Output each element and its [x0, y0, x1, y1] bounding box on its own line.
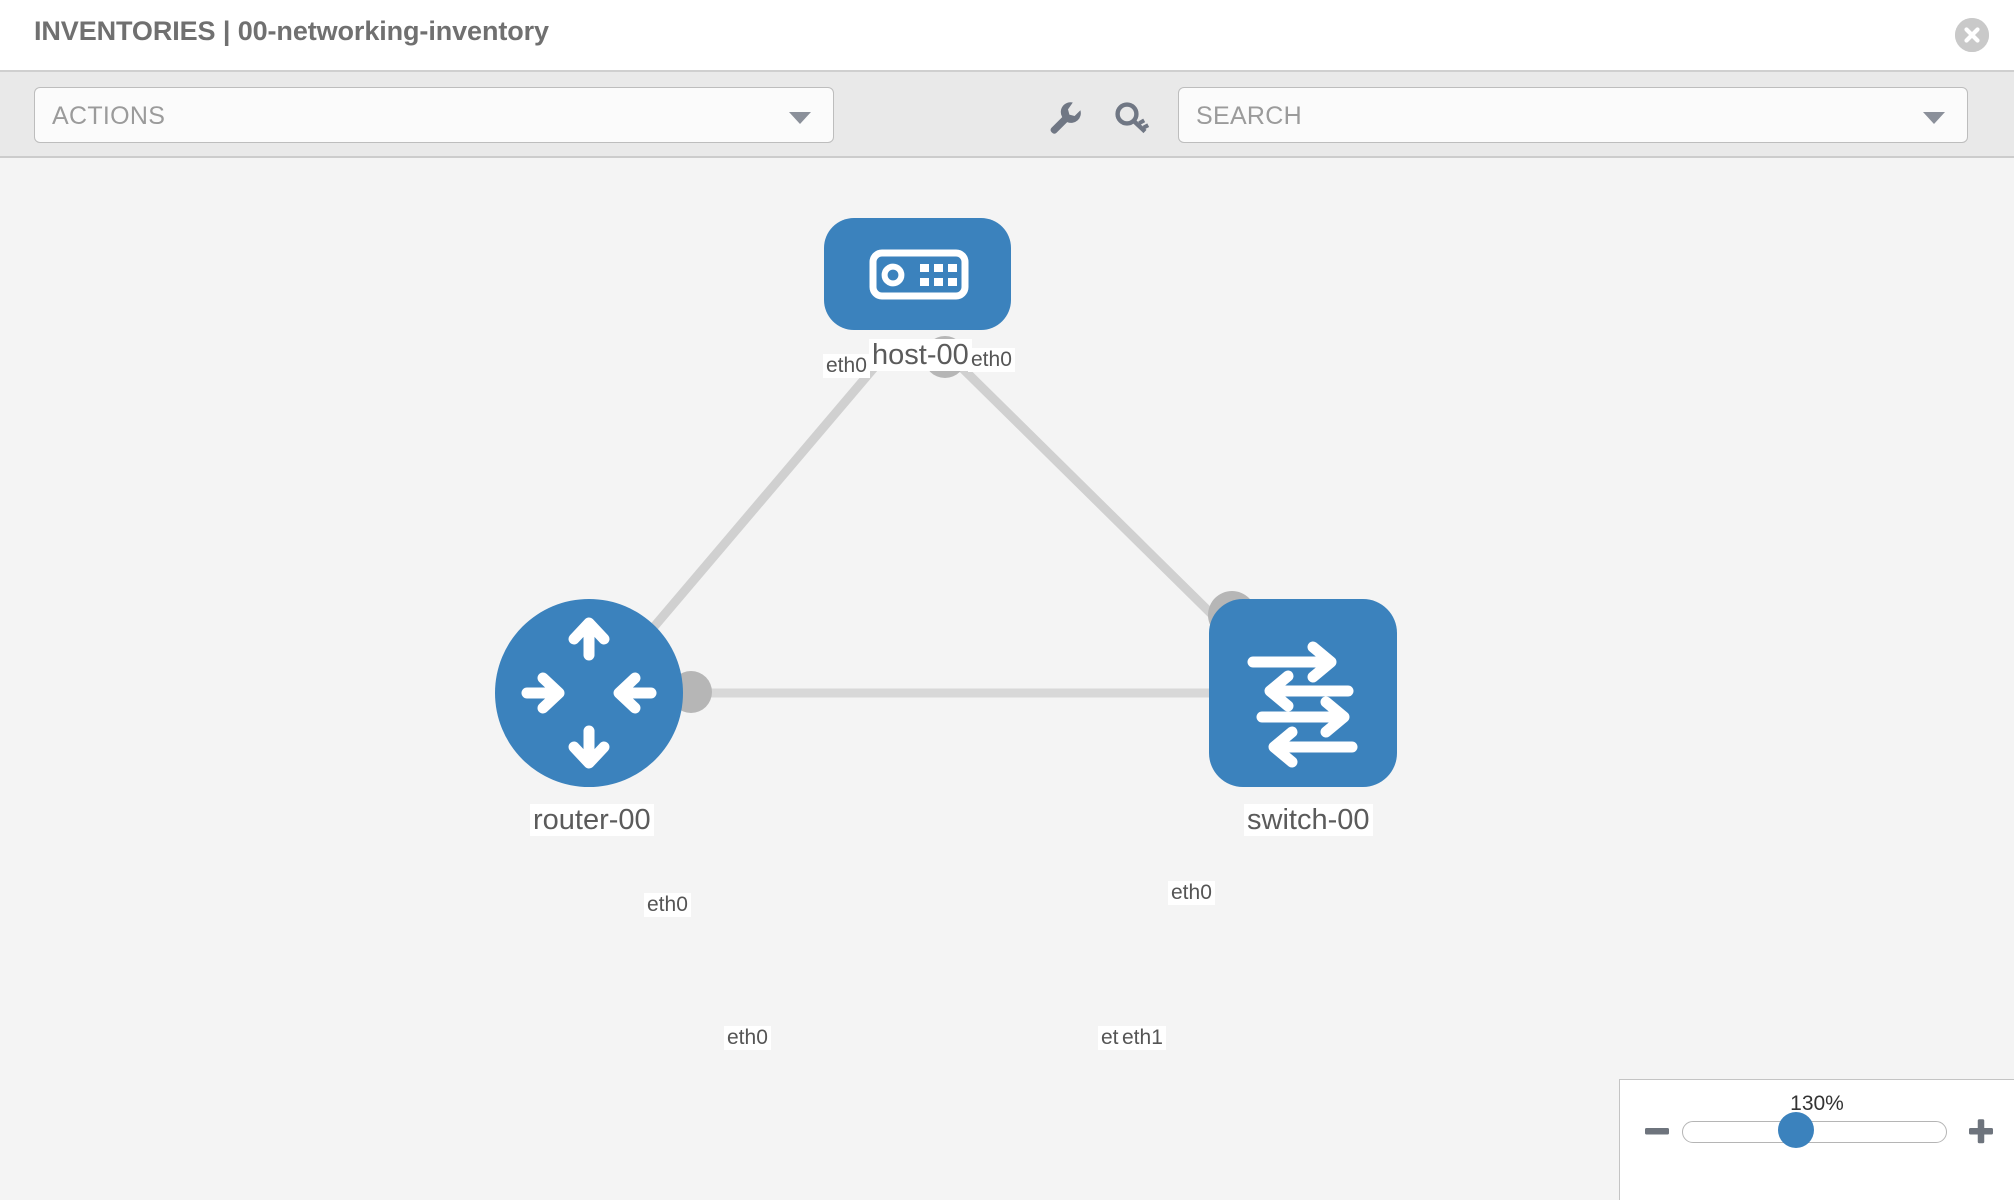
- key-button[interactable]: [1110, 94, 1154, 138]
- edge-label-switch00-eth1[interactable]: eth1: [1119, 1026, 1166, 1051]
- node-label-router-00[interactable]: router-00: [530, 804, 654, 837]
- minus-icon: [1645, 1128, 1669, 1135]
- plus-icon: [1969, 1119, 1993, 1144]
- topology-canvas[interactable]: host-00 router-00 switch-00 eth0 eth0 et…: [0, 158, 2014, 1200]
- zoom-slider-thumb[interactable]: [1778, 1112, 1814, 1148]
- edge-label-host00-eth0-left[interactable]: eth0: [823, 354, 870, 379]
- node-router-00[interactable]: [495, 599, 683, 787]
- host-00-shape[interactable]: [824, 218, 1011, 330]
- zoom-control-panel: 130%: [1619, 1079, 2014, 1200]
- wrench-button[interactable]: [1042, 94, 1086, 138]
- page-header: INVENTORIES | 00-networking-inventory: [0, 0, 2014, 70]
- wrench-icon: [1050, 102, 1081, 134]
- router-00-shape[interactable]: [495, 599, 683, 787]
- node-switch-00[interactable]: [1209, 599, 1397, 787]
- search-chevron-down-icon[interactable]: [1923, 112, 1945, 124]
- search-input[interactable]: SEARCH: [1178, 87, 1968, 143]
- node-label-host-00[interactable]: host-00: [869, 339, 972, 372]
- search-placeholder: SEARCH: [1196, 102, 1302, 130]
- edge-host00-switch00[interactable]: [946, 352, 1250, 652]
- router-arrows-icon: [521, 617, 657, 769]
- key-icon: [1115, 102, 1150, 134]
- close-button[interactable]: [1955, 18, 1989, 52]
- edge-host00-router00[interactable]: [632, 353, 888, 651]
- node-label-switch-00[interactable]: switch-00: [1244, 804, 1373, 837]
- zoom-out-button[interactable]: [1642, 1116, 1672, 1146]
- zoom-in-button[interactable]: [1966, 1116, 1996, 1146]
- page-title: INVENTORIES | 00-networking-inventory: [34, 16, 549, 46]
- node-host-00[interactable]: [824, 218, 1011, 330]
- edges: [632, 352, 1250, 698]
- toolbar: ACTIONS SEARCH: [0, 70, 2014, 158]
- zoom-slider-track[interactable]: [1682, 1121, 1947, 1143]
- edge-label-router00-eth0-up[interactable]: eth0: [644, 893, 691, 918]
- actions-dropdown-label: ACTIONS: [52, 102, 166, 130]
- actions-dropdown[interactable]: ACTIONS: [34, 87, 834, 143]
- edge-label-host00-eth0-right[interactable]: eth0: [968, 348, 1015, 373]
- server-icon: [869, 249, 969, 300]
- chevron-down-icon: [789, 112, 811, 124]
- edge-endpoints: [670, 336, 1256, 713]
- edge-label-router00-eth0-right[interactable]: eth0: [724, 1026, 771, 1051]
- close-icon: [1955, 18, 1989, 52]
- switch-arrows-icon: [1247, 641, 1358, 768]
- zoom-level-label: 130%: [1790, 1092, 1844, 1115]
- edge-label-switch00-eth0-up[interactable]: eth0: [1168, 881, 1215, 906]
- topology-graph: [495, 218, 1397, 787]
